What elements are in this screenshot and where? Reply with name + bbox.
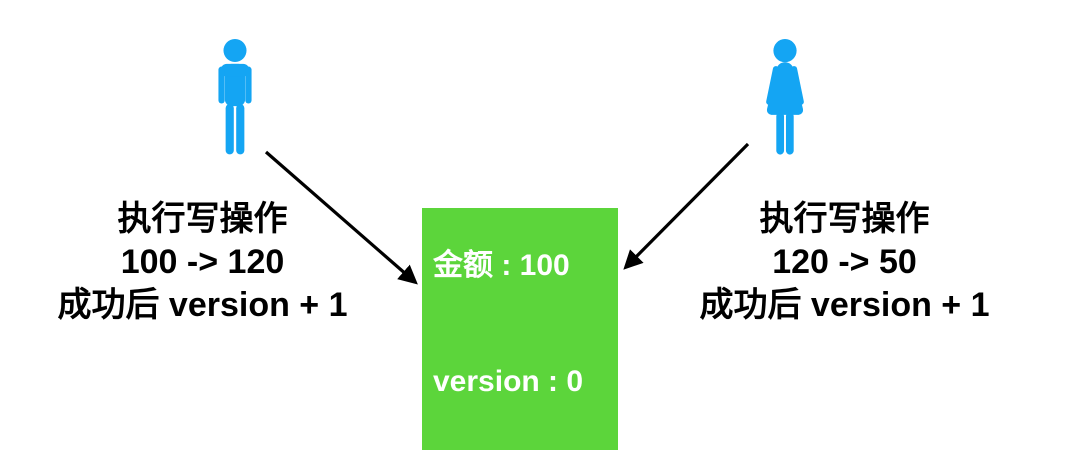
male-person-icon (218, 38, 252, 155)
amount-label: 金额 : 100 (433, 249, 570, 282)
note-line: 100 -> 120 (120, 243, 285, 281)
note-line: 120 -> 50 (772, 243, 917, 281)
left-write-note: 执行写操作 100 -> 120 成功后 version + 1 (30, 198, 375, 327)
male-person-body (220, 38, 250, 107)
version-label: version : 0 (433, 365, 584, 398)
left-write-arrow (264, 150, 418, 285)
right-write-arrow (623, 142, 750, 270)
female-person-limbs (766, 66, 804, 155)
note-line: 执行写操作 (117, 200, 288, 238)
male-person-limbs (218, 66, 252, 155)
female-person-icon (766, 39, 804, 155)
note-line: 成功后 version + 1 (57, 286, 348, 324)
record-box: 金额 : 100 version : 0 (422, 208, 618, 450)
note-line: 执行写操作 (759, 200, 930, 238)
right-write-note: 执行写操作 120 -> 50 成功后 version + 1 (672, 198, 1017, 327)
note-line: 成功后 version + 1 (699, 286, 990, 324)
